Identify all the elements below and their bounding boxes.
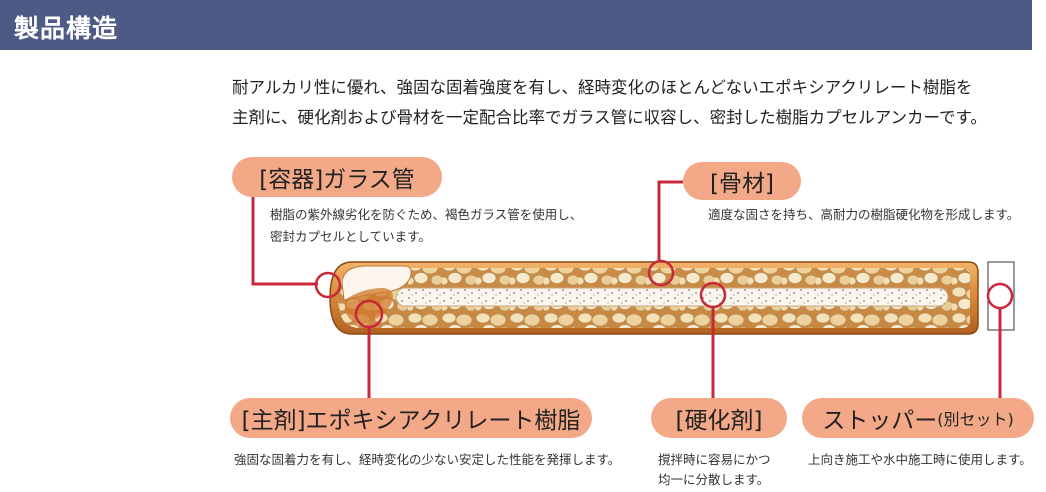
desc-container-2: 密封カプセルとしています。 (270, 229, 431, 244)
intro-line-1: 耐アルカリ性に優れ、強固な固着強度を有し、経時変化のほとんどないエポキシアクリレ… (232, 78, 973, 97)
desc-hardener-1: 撹拌時に容易にかつ (658, 452, 771, 467)
label-stopper-text: ストッパー (822, 408, 938, 434)
section-header: 製品構造 (0, 0, 1032, 50)
label-main-resin-text: [主剤]エポキシアクリレート樹脂 (241, 408, 581, 434)
desc-container-1: 樹脂の紫外線劣化を防ぐため、褐色ガラス管を使用し、 (270, 207, 583, 222)
label-stopper-sub: (別セット) (937, 410, 1014, 429)
label-aggregate: [骨材] (683, 162, 801, 200)
desc-hardener-2: 均一に分散します。 (658, 472, 770, 487)
desc-stopper: 上向き施工や水中施工時に使用します。 (808, 452, 1032, 467)
label-aggregate-text: [骨材] (710, 171, 774, 197)
desc-aggregate: 適度な固さを持ち、高耐力の樹脂硬化物を形成します。 (708, 207, 1020, 222)
label-main-resin: [主剤]エポキシアクリレート樹脂 (230, 398, 592, 438)
hardener-tube (395, 287, 949, 307)
desc-main-resin: 強固な固着力を有し、経時変化の少ない安定した性能を発揮します。 (234, 452, 621, 467)
label-stopper: ストッパー (別セット) (802, 398, 1034, 438)
label-hardener-text: [硬化剤] (675, 408, 763, 434)
intro-line-2: 主剤に、硬化剤および骨材を一定配合比率でガラス管に収容し、密封した樹脂カプセルア… (232, 108, 987, 127)
label-container-glass-tube: [容器]ガラス管 (232, 157, 442, 197)
label-hardener: [硬化剤] (651, 398, 787, 438)
section-title: 製品構造 (14, 14, 119, 43)
label-container-text: [容器]ガラス管 (259, 167, 415, 193)
